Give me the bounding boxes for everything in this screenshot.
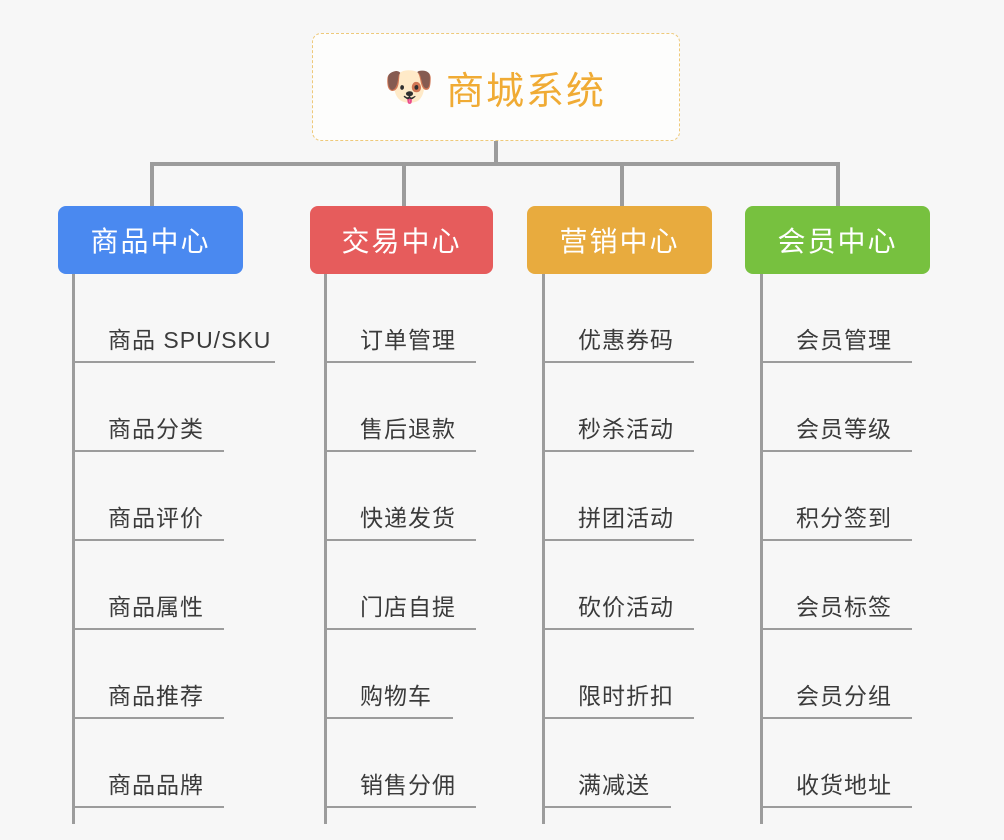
- subitem-underline: [542, 450, 694, 452]
- subitem-label: 商品分类: [108, 416, 204, 442]
- subitem-label: 砍价活动: [578, 594, 674, 620]
- subitem-3-4[interactable]: 会员分组: [760, 630, 975, 719]
- subitem-underline: [72, 806, 224, 808]
- subitem-3-1[interactable]: 会员等级: [760, 363, 975, 452]
- subitem-2-2[interactable]: 拼团活动: [542, 452, 757, 541]
- subitem-1-2[interactable]: 快递发货: [324, 452, 539, 541]
- subitem-label: 快递发货: [360, 505, 456, 531]
- connector-drop-4: [836, 162, 840, 206]
- subitem-underline: [542, 361, 694, 363]
- subitem-underline: [324, 361, 476, 363]
- subitem-underline: [72, 539, 224, 541]
- subitem-label: 订单管理: [360, 327, 456, 353]
- category-label: 营销中心: [559, 226, 680, 257]
- subitem-column-0: 商品 SPU/SKU 商品分类 商品评价 商品属性 商品推荐 商品品牌: [72, 274, 287, 824]
- subitem-label: 会员标签: [796, 594, 892, 620]
- category-node-3[interactable]: 会员中心: [745, 206, 930, 274]
- subitem-underline: [72, 628, 224, 630]
- category-label: 交易中心: [341, 226, 462, 257]
- subitem-label: 限时折扣: [578, 683, 674, 709]
- column-spine: [542, 274, 545, 824]
- subitem-label: 会员等级: [796, 416, 892, 442]
- subitem-column-3: 会员管理 会员等级 积分签到 会员标签 会员分组 收货地址: [760, 274, 975, 824]
- subitem-underline: [72, 717, 224, 719]
- root-node-title: 商城系统: [445, 70, 606, 113]
- subitem-underline: [72, 361, 275, 363]
- subitem-label: 优惠券码: [578, 327, 674, 353]
- subitem-2-4[interactable]: 限时折扣: [542, 630, 757, 719]
- subitem-0-1[interactable]: 商品分类: [72, 363, 287, 452]
- subitem-label: 会员管理: [796, 327, 892, 353]
- subitem-underline: [542, 717, 694, 719]
- subitem-label: 商品评价: [108, 505, 204, 531]
- subitem-column-2: 优惠券码 秒杀活动 拼团活动 砍价活动 限时折扣 满减送: [542, 274, 757, 824]
- subitem-2-0[interactable]: 优惠券码: [542, 274, 757, 363]
- subitem-underline: [324, 806, 476, 808]
- subitem-underline: [72, 450, 224, 452]
- subitem-label: 销售分佣: [360, 772, 456, 798]
- subitem-3-0[interactable]: 会员管理: [760, 274, 975, 363]
- subitem-label: 售后退款: [360, 416, 456, 442]
- subitem-1-0[interactable]: 订单管理: [324, 274, 539, 363]
- connector-drop-2: [402, 162, 406, 206]
- subitem-2-3[interactable]: 砍价活动: [542, 541, 757, 630]
- subitem-label: 购物车: [360, 683, 432, 709]
- subitem-0-5[interactable]: 商品品牌: [72, 719, 287, 808]
- subitem-label: 商品推荐: [108, 683, 204, 709]
- subitem-1-3[interactable]: 门店自提: [324, 541, 539, 630]
- subitem-label: 积分签到: [796, 505, 892, 531]
- subitem-3-2[interactable]: 积分签到: [760, 452, 975, 541]
- subitem-underline: [760, 806, 912, 808]
- connector-horizontal-bus: [150, 162, 840, 166]
- subitem-0-4[interactable]: 商品推荐: [72, 630, 287, 719]
- dog-face-icon: 🐶: [384, 65, 434, 109]
- subitem-label: 商品属性: [108, 594, 204, 620]
- subitem-underline: [542, 539, 694, 541]
- subitem-underline: [324, 717, 453, 719]
- column-spine: [72, 274, 75, 824]
- subitem-1-5[interactable]: 销售分佣: [324, 719, 539, 808]
- subitem-underline: [760, 628, 912, 630]
- category-node-1[interactable]: 交易中心: [310, 206, 493, 274]
- subitem-underline: [760, 450, 912, 452]
- category-label: 商品中心: [90, 226, 211, 257]
- category-node-0[interactable]: 商品中心: [58, 206, 243, 274]
- subitem-2-5[interactable]: 满减送: [542, 719, 757, 808]
- subitem-3-5[interactable]: 收货地址: [760, 719, 975, 808]
- subitem-label: 商品品牌: [108, 772, 204, 798]
- subitem-label: 秒杀活动: [578, 416, 674, 442]
- subitem-1-1[interactable]: 售后退款: [324, 363, 539, 452]
- subitem-label: 商品 SPU/SKU: [108, 327, 272, 353]
- category-label: 会员中心: [777, 226, 898, 257]
- subitem-underline: [760, 361, 912, 363]
- subitem-underline: [324, 450, 476, 452]
- subitem-underline: [542, 806, 671, 808]
- connector-drop-1: [150, 162, 154, 206]
- root-node-shopping-system[interactable]: 🐶 商城系统: [312, 33, 680, 141]
- subitem-label: 拼团活动: [578, 505, 674, 531]
- column-spine: [324, 274, 327, 824]
- category-node-2[interactable]: 营销中心: [527, 206, 712, 274]
- subitem-0-3[interactable]: 商品属性: [72, 541, 287, 630]
- subitem-underline: [542, 628, 694, 630]
- subitem-label: 会员分组: [796, 683, 892, 709]
- subitem-label: 门店自提: [360, 594, 456, 620]
- subitem-underline: [760, 717, 912, 719]
- column-spine: [760, 274, 763, 824]
- subitem-0-0[interactable]: 商品 SPU/SKU: [72, 274, 287, 363]
- subitem-3-3[interactable]: 会员标签: [760, 541, 975, 630]
- subitem-underline: [324, 539, 476, 541]
- subitem-underline: [760, 539, 912, 541]
- subitem-0-2[interactable]: 商品评价: [72, 452, 287, 541]
- subitem-column-1: 订单管理 售后退款 快递发货 门店自提 购物车 销售分佣: [324, 274, 539, 824]
- subitem-label: 收货地址: [796, 772, 892, 798]
- subitem-label: 满减送: [578, 772, 650, 798]
- subitem-underline: [324, 628, 476, 630]
- subitem-2-1[interactable]: 秒杀活动: [542, 363, 757, 452]
- connector-root-stem: [494, 141, 498, 164]
- subitem-1-4[interactable]: 购物车: [324, 630, 539, 719]
- connector-drop-3: [620, 162, 624, 206]
